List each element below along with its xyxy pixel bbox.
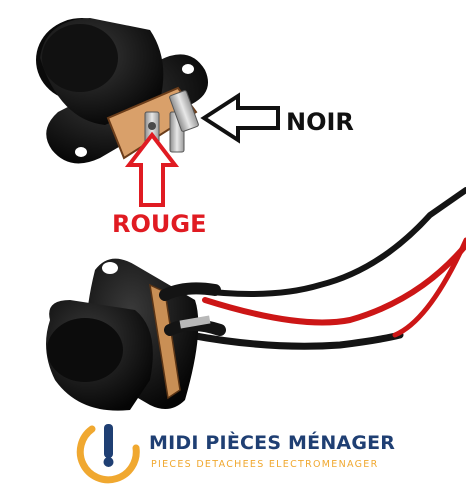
wires xyxy=(186,187,466,350)
red-arrow-icon xyxy=(124,131,180,207)
black-wire-label: NOIR xyxy=(286,108,354,136)
red-wire-label: ROUGE xyxy=(112,210,207,238)
dc-jack-with-wires xyxy=(46,258,226,411)
brand-name: MIDI PIÈCES MÉNAGER xyxy=(149,432,396,454)
brand-tagline: PIECES DETACHEES ELECTROMENAGER xyxy=(151,459,379,470)
brand-logo-icon xyxy=(76,424,140,484)
dc-jack-closeup xyxy=(36,18,209,164)
black-arrow-icon xyxy=(200,92,280,144)
